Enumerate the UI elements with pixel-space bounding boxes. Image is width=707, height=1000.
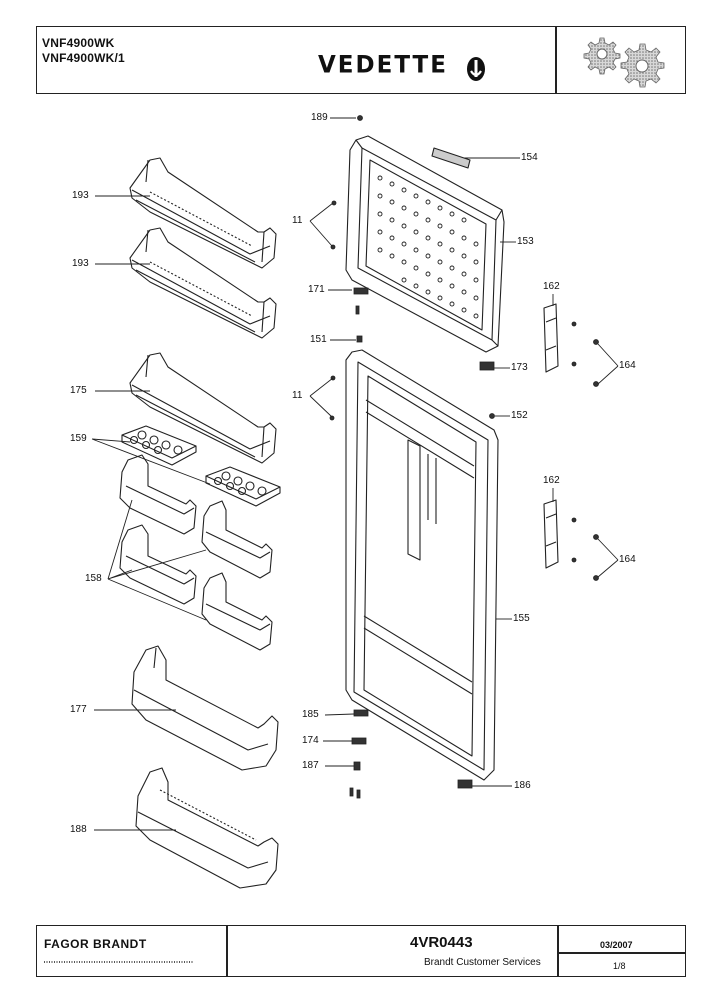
callout-155: 155 [513, 613, 530, 624]
callout-193-lower: 193 [72, 258, 89, 269]
callout-154: 154 [521, 152, 538, 163]
callout-162-lower: 162 [543, 475, 560, 486]
hinge-pin-173 [479, 361, 495, 371]
hinge-162-lower [543, 499, 559, 569]
brand-emblem-icon [467, 57, 485, 81]
callout-187: 187 [302, 760, 319, 771]
callout-162-upper: 162 [543, 281, 560, 292]
document-date: 03/2007 [600, 940, 633, 950]
callout-173: 173 [511, 362, 528, 373]
service-name: Brandt Customer Services [424, 957, 541, 968]
screw-11-b2 [329, 415, 335, 421]
header-divider [555, 26, 557, 94]
document-code: 4VR0443 [410, 934, 473, 951]
callout-186: 186 [514, 780, 531, 791]
manufacturer-tagline-pattern [44, 961, 194, 963]
gears-icon [583, 37, 665, 88]
callout-164-upper: 164 [619, 360, 636, 371]
callout-188: 188 [70, 824, 87, 835]
callout-185: 185 [302, 709, 319, 720]
footer-divider-date [557, 952, 686, 954]
footer-divider-right [557, 925, 559, 977]
foot-186 [457, 779, 473, 789]
fridge-door-155 [345, 349, 499, 781]
header-frame [36, 26, 686, 94]
manufacturer-logo: FAGOR BRANDT [44, 937, 147, 951]
bracket-185 [353, 709, 369, 717]
callout-189: 189 [311, 112, 328, 123]
callout-171: 171 [308, 284, 325, 295]
model-name-1: VNF4900WK [42, 36, 115, 50]
callout-164-lower: 164 [619, 554, 636, 565]
screw-187 [353, 761, 361, 771]
small-bin-158-b [119, 524, 197, 605]
callout-193-upper: 193 [72, 190, 89, 201]
footer-frame [36, 925, 686, 977]
callout-11-upper: 11 [292, 215, 303, 226]
door-shelf-193-upper [129, 157, 277, 269]
callout-159: 159 [70, 433, 87, 444]
screw-11-a1 [331, 200, 337, 206]
footer-divider-left [226, 925, 228, 977]
callout-11-lower: 11 [292, 390, 303, 401]
plug-152 [489, 413, 495, 419]
screw-151 [356, 335, 363, 343]
callout-153: 153 [517, 236, 534, 247]
door-shelf-188 [135, 767, 279, 889]
hinge-162-upper [543, 303, 559, 373]
egg-tray-159-b [205, 466, 281, 507]
door-shelf-177 [131, 645, 279, 771]
small-bin-158-d [201, 572, 273, 651]
bracket-174 [351, 737, 367, 745]
screw-189 [357, 115, 363, 121]
small-bin-158-a [119, 454, 197, 535]
freezer-door-153 [345, 135, 505, 353]
small-bin-158-c [201, 500, 273, 579]
callout-151: 151 [310, 334, 327, 345]
model-name-2: VNF4900WK/1 [42, 51, 125, 65]
egg-tray-159-a [121, 425, 197, 466]
page-number: 1/8 [613, 961, 626, 971]
door-shelf-175 [129, 352, 277, 464]
door-shelf-193-lower [129, 227, 277, 339]
callout-158: 158 [85, 573, 102, 584]
brand-logo: VEDETTE [318, 51, 448, 79]
callout-177: 177 [70, 704, 87, 715]
bracket-171 [353, 287, 369, 295]
callout-174: 174 [302, 735, 319, 746]
callout-152: 152 [511, 410, 528, 421]
handle-154 [431, 147, 471, 169]
callout-175: 175 [70, 385, 87, 396]
